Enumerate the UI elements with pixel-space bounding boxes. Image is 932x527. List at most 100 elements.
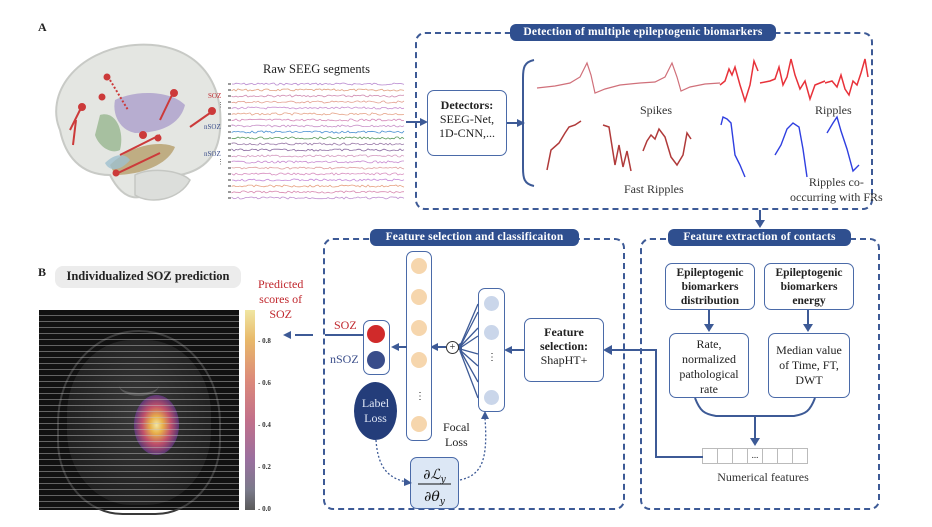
colorbar-tick-label: - 0.4 [258,420,271,429]
mri-soz-heatmap [39,310,239,515]
focal-loss-label: Focal Loss [443,420,470,450]
gradient-formula: ∂ℒy ∂θy [418,467,451,507]
numerical-features-vector: ... [702,448,808,464]
label-loss-line-2: Loss [364,411,387,425]
brain-label-nsoz-2: nSOZ [204,150,221,158]
region-hippocampus [110,144,175,175]
panel-a-letter: A [38,20,47,34]
rate-line-4: rate [700,382,718,396]
arrow-distribution-to-rate [704,310,714,332]
brain-ellipsis-2: ⋮ [217,158,224,166]
seeg-channel-label [228,143,231,145]
seeg-channel-label [228,83,231,85]
ripple-waveform [824,58,869,97]
detectors-box: Detectors: SEEG-Net, 1D-CNN,... [427,90,507,156]
brain-label-soz: SOZ [208,92,222,100]
raw-seeg-traces [228,82,405,200]
focal-loss-line-2: Loss [445,435,468,449]
panel-b-letter: B [38,265,47,279]
arrow-energy-to-median [803,310,813,332]
focal-loss-line-1: Focal [443,420,470,434]
seeg-channel-trace [231,118,405,122]
region-blue [105,155,130,170]
merge-connector [694,397,816,446]
hidden-node [411,416,427,432]
rate-line-1: Rate, [696,337,722,351]
seeg-channel-label [228,107,231,109]
region-green [95,114,122,152]
brain-label-nsoz-1: nSOZ [204,123,221,131]
ripple-waveform [719,58,759,104]
colorbar [245,310,255,510]
seeg-channel-trace [231,142,405,146]
colorbar-tick-label: - 0.2 [258,462,271,471]
panel-b-title: Individualized SOZ prediction [55,266,241,288]
distribution-line-2: biomarkers [681,281,739,293]
hidden-node [411,289,427,305]
energy-line-3: energy [792,295,826,307]
energy-line-1: Epileptogenic [775,267,843,279]
colorbar-tick-label: - 0.6 [258,378,271,387]
loss-feedback-arrows [375,411,489,486]
co-occurring-waveform [774,122,808,178]
arrow-detectors-to-biomarkers [507,119,525,127]
median-line-2: of Time, FT, [779,358,839,372]
ripple-waveform [759,58,826,102]
seeg-channel-trace [231,82,405,86]
classification-section-title: Feature selection and classificaiton [370,229,579,246]
seeg-channel-trace [231,136,405,140]
median-line-3: DWT [795,373,823,387]
seeg-channel-label [228,101,231,103]
seeg-channel-label [228,113,231,115]
fast-ripple-waveform [602,124,632,172]
seeg-channel-label [228,185,231,187]
input-ellipsis: ⋮ [487,352,497,363]
label-loss-line-1: Label [361,396,390,410]
arrow-plus-to-hidden [430,343,446,351]
detection-section-title: Detection of multiple epileptogenic biom… [510,24,776,41]
arrow-detection-to-extraction [755,210,765,228]
median-line-1: Median value [776,343,842,357]
seeg-channel-trace [231,106,405,110]
fast-ripple-waveform [642,127,692,167]
seeg-channel-label [228,167,231,169]
seeg-channel-label [228,95,231,97]
label-loss-node: Label Loss [354,382,397,440]
predicted-line-3: SOZ [269,307,292,321]
biomarker-waveforms [536,58,869,178]
seeg-channel-label [228,173,231,175]
input-node-1 [484,296,499,311]
seeg-channel-label [228,179,231,181]
spike-waveform [536,61,721,94]
feature-selection-method: ShapHT+ [540,353,588,367]
seeg-channel-label [228,125,231,127]
seeg-channel-label [228,119,231,121]
cerebellum [134,169,191,201]
fast-ripple-waveform [546,120,582,171]
brain-ellipsis-1: ⋮ [217,101,224,109]
seeg-channel-trace [231,190,405,194]
seeg-channel-label [228,131,231,133]
label-ripples: Ripples [815,103,852,117]
soz-output-node [367,325,385,343]
feature-cell [732,448,748,464]
co-occurring-waveform [826,115,860,173]
hidden-node [411,320,427,336]
feature-selection-heading-2: selection: [540,339,588,353]
biomarker-bracket [522,59,535,187]
seeg-channel-trace [231,100,405,104]
label-spikes: Spikes [640,103,673,117]
arrow-features-to-selection [603,345,703,458]
nsoz-output-node [367,351,385,369]
seeg-channel-label [228,149,231,151]
feature-cell [717,448,733,464]
feature-cell [777,448,793,464]
colorbar-tick-label: - 0.0 [258,505,271,513]
predicted-line-1: Predicted [258,277,304,291]
predicted-scores-label: Predicted scores of SOZ [258,277,303,322]
seeg-channel-trace [231,94,405,98]
label-fast-ripples: Fast Ripples [624,182,684,196]
distribution-line-3: distribution [680,295,740,307]
detectors-line-1: SEEG-Net, [439,112,495,126]
seeg-channel-label [228,89,231,91]
